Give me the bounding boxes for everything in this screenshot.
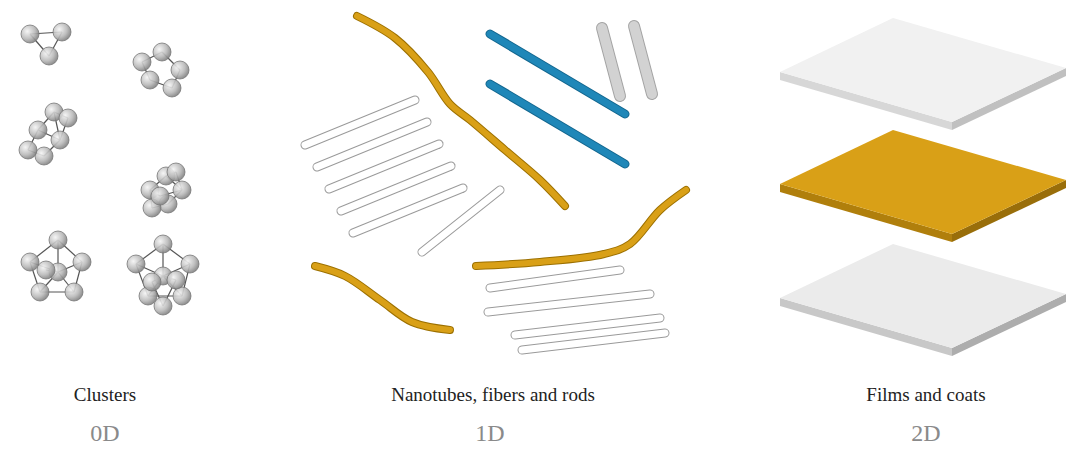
atom-sphere bbox=[153, 43, 171, 61]
plate-face bbox=[780, 244, 1066, 348]
atom-cluster bbox=[21, 23, 71, 65]
atom-sphere bbox=[127, 255, 145, 273]
atom-sphere bbox=[154, 235, 172, 253]
atom-sphere bbox=[173, 181, 191, 199]
rod-outline bbox=[490, 270, 620, 288]
rod bbox=[634, 26, 652, 94]
atom-sphere bbox=[167, 163, 185, 181]
group-caption: Films and coats bbox=[866, 384, 985, 406]
atom-sphere bbox=[37, 261, 55, 279]
film-group bbox=[780, 18, 1066, 356]
film-plate bbox=[780, 18, 1066, 130]
fiber-outline bbox=[357, 16, 565, 206]
film-plate bbox=[780, 130, 1066, 242]
atom-cluster bbox=[133, 43, 189, 97]
atom-sphere bbox=[163, 79, 181, 97]
rod-outline bbox=[522, 333, 665, 350]
atom-sphere bbox=[133, 53, 151, 71]
atom-sphere bbox=[173, 287, 191, 305]
dimension-label: 0D bbox=[90, 420, 119, 447]
rod-outline bbox=[634, 26, 652, 94]
fiber-outline bbox=[476, 190, 686, 266]
atom-sphere bbox=[53, 23, 71, 41]
atom-cluster bbox=[19, 103, 77, 165]
film-plate bbox=[780, 244, 1066, 356]
atom-sphere bbox=[35, 147, 53, 165]
rod bbox=[602, 28, 620, 96]
group-caption: Clusters bbox=[74, 384, 136, 406]
atom-sphere bbox=[141, 71, 159, 89]
plate-face bbox=[780, 18, 1066, 122]
group-caption: Nanotubes, fibers and rods bbox=[391, 384, 595, 406]
atom-cluster bbox=[127, 235, 199, 315]
rod bbox=[490, 270, 620, 288]
atom-sphere bbox=[59, 109, 77, 127]
dimension-label: 2D bbox=[911, 420, 940, 447]
atom-sphere bbox=[65, 283, 83, 301]
atom-sphere bbox=[143, 273, 161, 291]
cluster-group bbox=[19, 23, 199, 315]
rod-outline bbox=[422, 190, 500, 252]
rod-outline bbox=[488, 294, 650, 312]
fiber bbox=[357, 16, 565, 206]
rod-outline bbox=[353, 188, 463, 233]
fiber bbox=[476, 190, 686, 266]
fiber bbox=[315, 266, 450, 330]
rod bbox=[422, 190, 500, 252]
atom-sphere bbox=[167, 271, 185, 289]
atom-sphere bbox=[21, 25, 39, 43]
dimension-label: 1D bbox=[475, 420, 504, 447]
plate-face bbox=[780, 130, 1066, 234]
atom-sphere bbox=[181, 255, 199, 273]
rod bbox=[522, 333, 665, 350]
atom-sphere bbox=[151, 187, 169, 205]
rod bbox=[353, 188, 463, 233]
atom-cluster bbox=[21, 231, 91, 301]
atom-sphere bbox=[171, 61, 189, 79]
atom-sphere bbox=[21, 253, 39, 271]
atom-sphere bbox=[19, 141, 37, 159]
atom-sphere bbox=[49, 231, 67, 249]
atom-sphere bbox=[29, 121, 47, 139]
rod-outline bbox=[490, 34, 625, 114]
rod bbox=[490, 34, 625, 114]
atom-sphere bbox=[31, 283, 49, 301]
rod-group bbox=[305, 16, 686, 350]
rod-outline bbox=[602, 28, 620, 96]
atom-sphere bbox=[51, 131, 69, 149]
atom-sphere bbox=[154, 297, 172, 315]
atom-cluster bbox=[141, 163, 191, 217]
atom-sphere bbox=[40, 47, 58, 65]
rod bbox=[488, 294, 650, 312]
atom-sphere bbox=[73, 253, 91, 271]
fiber-outline bbox=[315, 266, 450, 330]
